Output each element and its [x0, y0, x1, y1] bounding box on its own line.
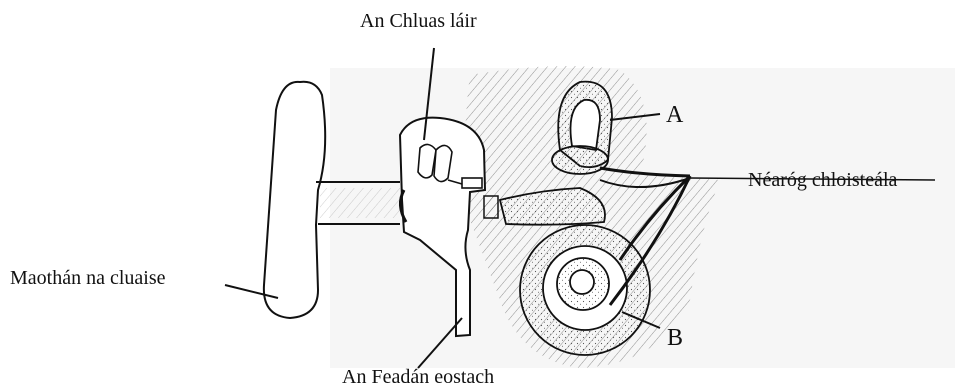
ear-canal-hatching — [320, 188, 400, 218]
pinna — [264, 82, 325, 318]
label-ear-lobe: Maothán na cluaise — [10, 267, 166, 289]
label-middle-ear: An Chluas láir — [360, 10, 477, 32]
label-b: B — [667, 325, 683, 351]
label-auditory-nerve: Néaróg chloisteála — [748, 169, 897, 191]
label-a: A — [666, 102, 684, 128]
oval-window — [484, 196, 498, 218]
label-eustachian-tube: An Feadán eostach — [342, 366, 494, 388]
